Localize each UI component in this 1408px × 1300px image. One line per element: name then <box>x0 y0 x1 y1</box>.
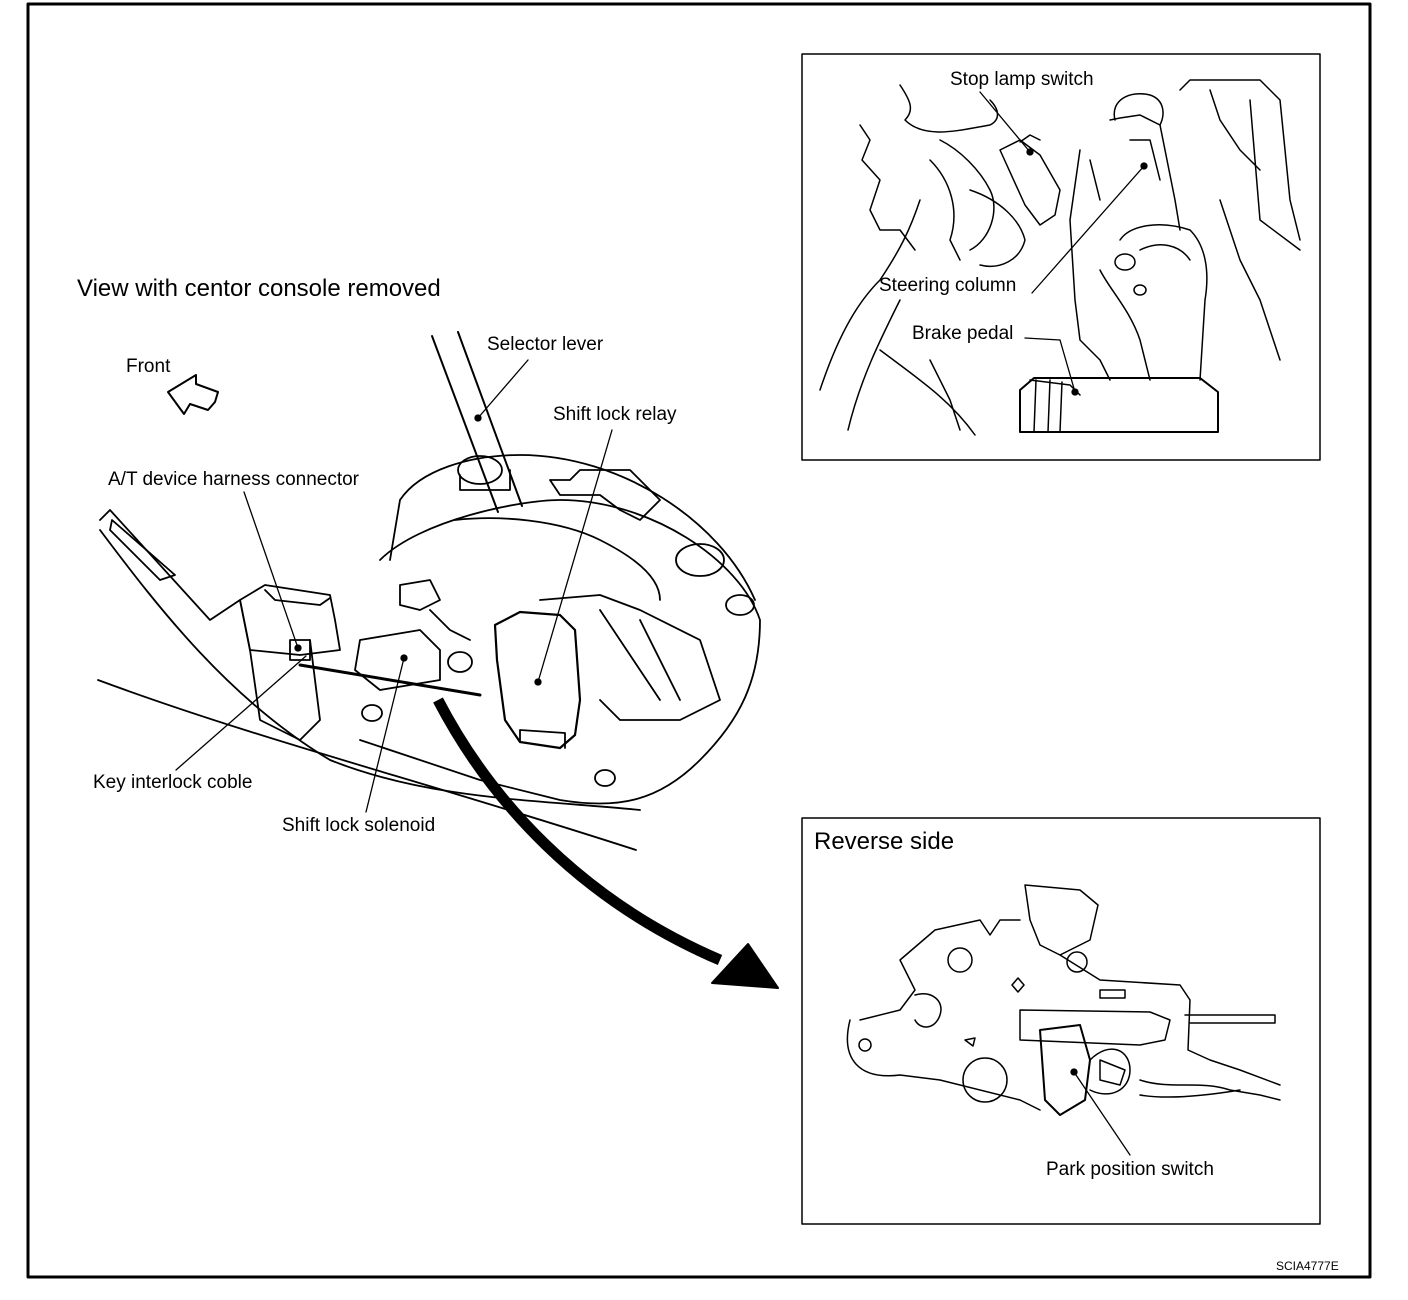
inset-reverse-frame <box>801 817 1321 1225</box>
steering-column-label: Steering column <box>879 275 1017 296</box>
reverse-inset-leaders <box>1070 1068 1131 1156</box>
main-view-heading: View with centor console removed <box>77 275 441 302</box>
reverse-side-title: Reverse side <box>814 828 955 855</box>
pedal-inset-drawing <box>819 79 1301 436</box>
selector-lever-label: Selector lever <box>487 334 604 355</box>
reverse-side-arrow <box>433 697 779 989</box>
selector-lever <box>431 331 523 513</box>
shifter-assembly <box>97 454 761 851</box>
key-interlock-cable-label: Key interlock coble <box>93 772 253 793</box>
reverse-inset-drawing <box>846 884 1281 1116</box>
front-arrow-icon <box>167 374 219 415</box>
front-label: Front <box>126 356 171 377</box>
shift-lock-relay-label: Shift lock relay <box>553 404 677 425</box>
harness-connector-label: A/T device harness connector <box>108 469 360 490</box>
shift-lock-solenoid-label: Shift lock solenoid <box>282 815 436 836</box>
stop-lamp-switch-label: Stop lamp switch <box>950 69 1094 90</box>
outer-frame <box>26 2 1372 1279</box>
main-leaders <box>175 359 613 813</box>
brake-pedal-label: Brake pedal <box>912 323 1014 344</box>
pedal-inset-leaders <box>979 91 1148 396</box>
inset-pedal-frame <box>801 53 1321 461</box>
figure-code: SCIA4777E <box>1276 1259 1339 1273</box>
park-position-switch-label: Park position switch <box>1046 1159 1214 1180</box>
